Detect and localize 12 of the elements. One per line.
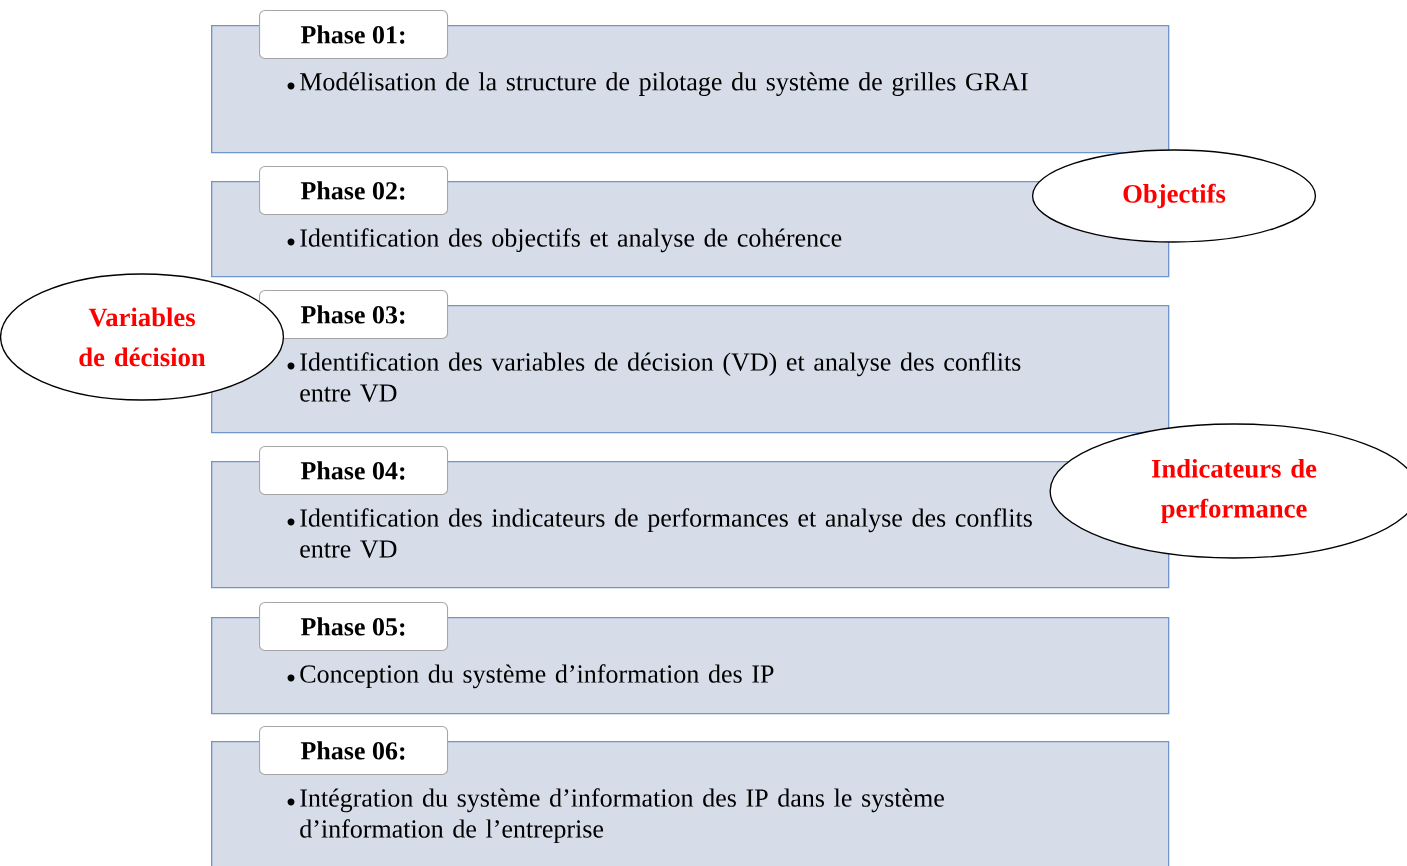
phase-tab: Phase 02: [259, 166, 449, 216]
phase-tab: Phase 04: [259, 446, 449, 496]
phase-tab: Phase 01: [259, 10, 449, 60]
description-text: Identification des variables de décision (VD) et analyse des conflits entre VD [300, 352, 1021, 402]
phase-tab: Phase 06: [259, 726, 449, 776]
description-text: Identification des objectifs et analyse de cohérence [300, 228, 842, 253]
description-text: Modélisation de la structure de pilotage du système de grilles GRAI [300, 72, 1028, 96]
description-text: Conception du système d’information des IP [300, 664, 774, 689]
phase-tab: Phase 03: [259, 290, 449, 340]
phase-tab: Phase 05: [259, 602, 449, 652]
description-text: Identification des indicateurs de performances et analyse des conflits entre VD [300, 508, 1032, 558]
description-text: Intégration du système d’information des IP dans le système d’information de l’entreprise [300, 788, 944, 844]
